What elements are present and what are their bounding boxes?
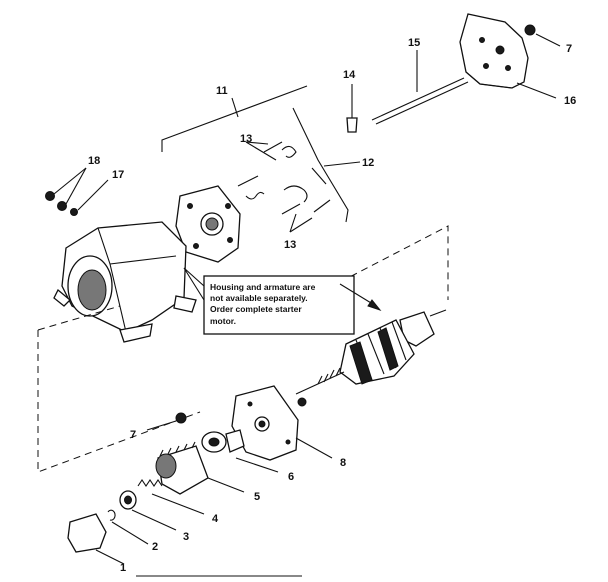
ring-part-2 — [107, 509, 149, 545]
callout-7-top: 7 — [566, 43, 572, 55]
callout-13-upper: 13 — [240, 133, 252, 145]
callout-4: 4 — [212, 513, 219, 525]
note-line-1: Housing and armature are — [210, 282, 316, 292]
assembly-dashed-outline — [37, 225, 449, 473]
armature — [295, 309, 447, 395]
spring-part-4 — [137, 479, 205, 515]
bracket-part-11 — [161, 85, 308, 152]
callout-7-lower: 7 — [130, 429, 136, 441]
brush-plate-part-11 — [175, 185, 241, 263]
callout-18: 18 — [88, 155, 100, 167]
nut-part-7-top — [524, 24, 561, 47]
callout-13-lower: 13 — [284, 239, 296, 251]
collar-part-6 — [201, 429, 279, 473]
retainer-part-3 — [119, 490, 177, 531]
callout-15: 15 — [408, 37, 420, 49]
callout-16: 16 — [564, 95, 576, 107]
through-bolt-part-15 — [371, 50, 469, 125]
callout-3: 3 — [183, 531, 189, 543]
callout-1: 1 — [120, 562, 126, 574]
callout-11: 11 — [216, 85, 228, 97]
cap-part-1 — [67, 513, 125, 565]
end-cap-part-16 — [459, 13, 557, 99]
note-box: Housing and armature are not available s… — [183, 267, 382, 335]
note-line-2: not available separately. — [210, 293, 308, 303]
end-plate-part-8 — [231, 385, 333, 461]
screw-part-14 — [346, 84, 358, 133]
bracket-part-12 — [292, 107, 361, 223]
callout-14: 14 — [343, 69, 356, 81]
note-line-4: motor. — [210, 316, 236, 326]
callout-5: 5 — [254, 491, 260, 503]
drive-gear-part-5 — [155, 441, 245, 495]
callout-8: 8 — [340, 457, 346, 469]
housing — [53, 221, 197, 343]
callout-6: 6 — [288, 471, 294, 483]
note-line-3: Order complete starter — [210, 304, 302, 314]
callout-2: 2 — [152, 541, 158, 553]
callout-17: 17 — [112, 169, 124, 181]
brushes-part-13 — [237, 141, 331, 233]
callout-12: 12 — [362, 157, 374, 169]
nut-part-7-lower — [146, 412, 187, 431]
screws-part-17-18 — [45, 167, 109, 216]
